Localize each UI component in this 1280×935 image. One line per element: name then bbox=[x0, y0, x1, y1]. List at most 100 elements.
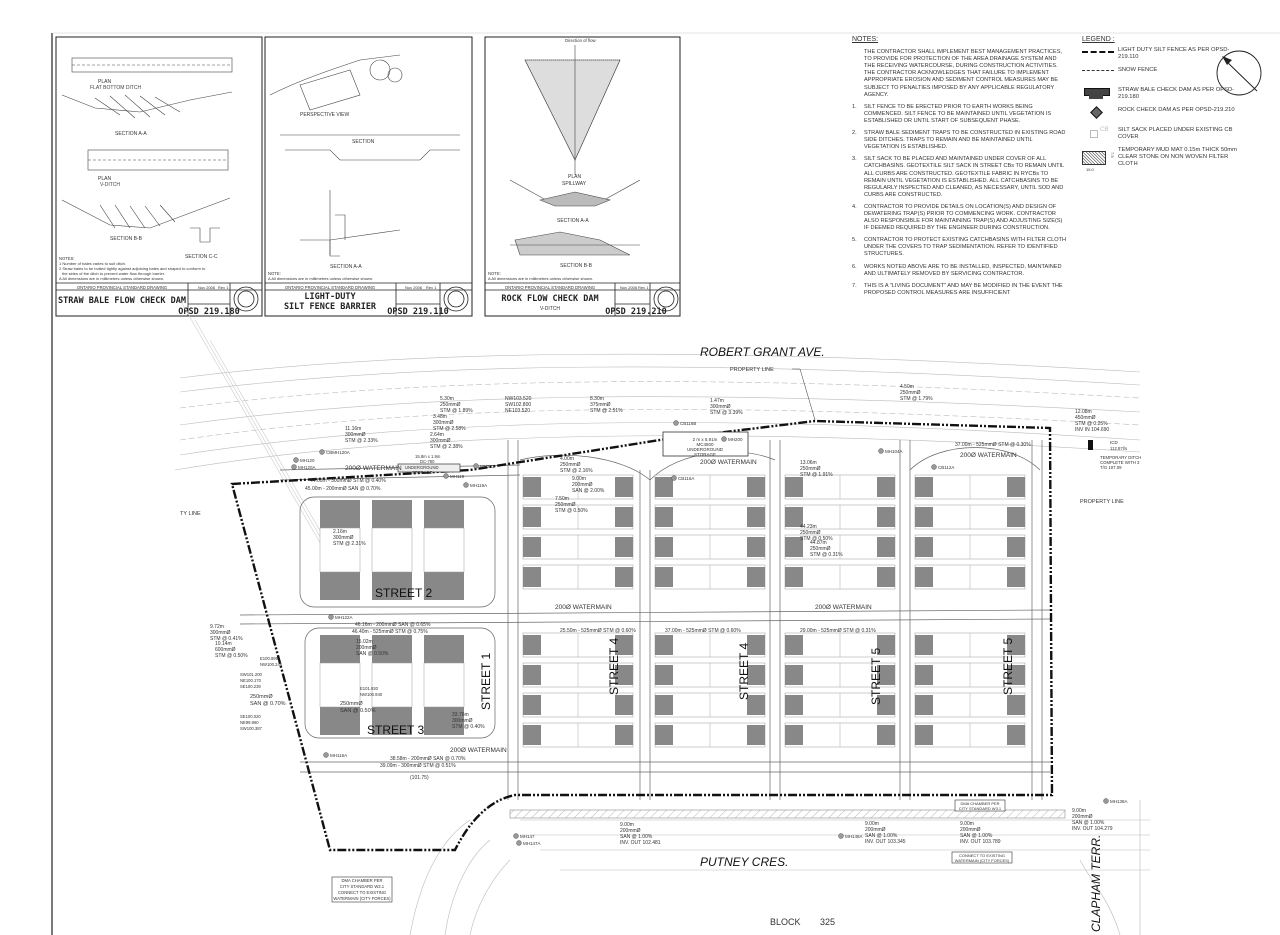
detail-title: STRAW BALE FLOW CHECK DAM bbox=[58, 296, 186, 306]
unit-footprint bbox=[747, 507, 765, 527]
detail-label: V-DITCH bbox=[100, 182, 120, 188]
unit-footprint bbox=[523, 567, 541, 587]
detail-note: A All dimensions are in millimetres unle… bbox=[268, 276, 373, 281]
legend: LEGEND : LIGHT DUTY SILT FENCE AS PER OP… bbox=[1082, 36, 1242, 179]
pipe-callout: 9.00m bbox=[960, 821, 974, 827]
icd-label: ICD bbox=[1110, 440, 1119, 445]
notes-intro: THE CONTRACTOR SHALL IMPLEMENT BEST MANA… bbox=[864, 49, 1062, 98]
mud-mat-dim-width: 15.0 bbox=[1086, 167, 1094, 172]
elevation-label: SW100.387 bbox=[240, 726, 263, 731]
pipe-callout: 450mmØ bbox=[1075, 415, 1096, 421]
pipe-callout: 250mmØ bbox=[440, 402, 461, 408]
note-box-text: CONNECT TO EXISTING bbox=[338, 890, 386, 895]
manhole-label: MH200 bbox=[728, 437, 743, 442]
pipe-callout: NW103.520 bbox=[505, 396, 532, 402]
icd-structure bbox=[1088, 440, 1093, 450]
underground-storage bbox=[662, 431, 749, 457]
pipe-callout: 1.47m bbox=[710, 398, 724, 404]
pipe-callout: STM @ 1.91% bbox=[800, 472, 833, 478]
pipe-callout: 300mmØ bbox=[452, 718, 473, 724]
pipe-callout: 300mmØ bbox=[710, 404, 731, 410]
detail-straw-bale-check-dam: PLAN FLAT BOTTOM DITCH SECTION A-A PLAN … bbox=[55, 36, 263, 317]
unit-footprint bbox=[615, 477, 633, 497]
pipe-callout: 44.23m bbox=[800, 524, 817, 530]
manhole-marker bbox=[838, 833, 844, 839]
pipe-callout: STM @ 2.51% bbox=[590, 408, 623, 414]
note-text: CONTRACTOR TO PROVIDE DETAILS ON LOCATIO… bbox=[864, 203, 1063, 232]
detail-note: A All dimensions are in millimetres unle… bbox=[59, 276, 164, 281]
manhole-label: CBMH120A bbox=[326, 450, 350, 455]
unit-footprint bbox=[915, 635, 933, 655]
pipe-callout: 300mmØ bbox=[433, 420, 454, 426]
pipe-callout: STM @ 1.89% bbox=[440, 408, 473, 414]
mud-mat-dim-height: 7.5 bbox=[1110, 152, 1115, 158]
detail-number: OPSD 219.210 bbox=[605, 307, 666, 317]
pipe-callout: 7.50m bbox=[555, 496, 569, 502]
watermain-label: 200Ø WATERMAIN bbox=[700, 459, 757, 466]
detail-note: NOTES: bbox=[59, 256, 75, 261]
unit-footprint bbox=[523, 665, 541, 685]
manhole-label: MH203 bbox=[480, 464, 495, 469]
pipe-callout: 300mmØ bbox=[333, 535, 354, 541]
pipe-callout: 12.08m bbox=[1075, 409, 1092, 415]
unit-footprint bbox=[747, 567, 765, 587]
manhole-marker bbox=[293, 457, 299, 463]
manhole-label: MH104A bbox=[885, 449, 903, 454]
manhole-marker bbox=[319, 449, 325, 455]
unit-footprint bbox=[877, 695, 895, 715]
watermain-label: 200Ø WATERMAIN bbox=[555, 604, 612, 611]
putney-cres-road-lines bbox=[409, 800, 1150, 935]
unit-footprint bbox=[747, 695, 765, 715]
note-item: 3.SILT SACK TO BE PLACED AND MAINTAINED … bbox=[852, 156, 1067, 199]
icd-label: 112.87l/s bbox=[1110, 446, 1127, 451]
legend-item-snow-fence: SNOW FENCE bbox=[1082, 67, 1242, 81]
unit-footprint bbox=[877, 635, 895, 655]
storage-label: UNDERGROUND bbox=[687, 447, 724, 452]
unit-footprint bbox=[523, 635, 541, 655]
unit-footprint bbox=[785, 537, 803, 557]
pipe-callout: STM @ 0.40% bbox=[452, 724, 485, 730]
manhole-marker bbox=[1103, 798, 1109, 804]
manhole-marker bbox=[721, 436, 727, 442]
detail-label: FLAT BOTTOM DITCH bbox=[90, 85, 142, 91]
pipe-callout: SAN @ 1.00% bbox=[620, 834, 653, 840]
pipe-callout: 300mmØ bbox=[345, 432, 366, 438]
note-text: CONTRACTOR TO PROTECT EXISTING CATCHBASI… bbox=[864, 237, 1067, 258]
street-name: STREET 3 bbox=[367, 723, 424, 737]
pipe-callout: 5.30m bbox=[440, 396, 454, 402]
manhole-marker bbox=[463, 482, 469, 488]
unit-footprint bbox=[915, 695, 933, 715]
note-text: SILT FENCE TO BE ERECTED PRIOR TO EARTH … bbox=[864, 103, 1052, 124]
elevation-label: E100.899 bbox=[260, 656, 279, 661]
manhole-marker bbox=[878, 448, 884, 454]
storage-label: UNDERGROUND bbox=[405, 465, 439, 470]
unit-footprint bbox=[877, 725, 895, 745]
detail-label: PLAN bbox=[98, 79, 111, 85]
detail-label: Direction of flow bbox=[565, 38, 596, 43]
ditch-note: T/G 107.09 bbox=[1100, 465, 1122, 470]
note-item: 4.CONTRACTOR TO PROVIDE DETAILS ON LOCAT… bbox=[852, 204, 1067, 232]
pipe-run-label: 45.00m - 200mmØ SAN @ 0.70% bbox=[305, 486, 381, 492]
note-box-text: WATERMAIN (CITY FORCES) bbox=[955, 858, 1010, 863]
detail-rock-check-dam: Direction of flow PLAN SPILLWAY SECTION … bbox=[484, 36, 681, 317]
note-box-text: CONNECT TO EXISTING bbox=[959, 853, 1005, 858]
pipe-callout: 200mmØ bbox=[620, 828, 641, 834]
unit-footprint bbox=[915, 725, 933, 745]
note-text: THIS IS A "LIVING DOCUMENT" AND MAY BE M… bbox=[864, 282, 1063, 296]
title-block-header: ONTARIO PROVINCIAL STANDARD DRAWING bbox=[77, 285, 167, 290]
manhole-label: CB116A bbox=[678, 476, 694, 481]
note-box-text: DMA CHAMBER PER bbox=[342, 878, 383, 883]
detail-silt-fence-barrier: PERSPECTIVE VIEW SECTION SECTION A-A NOT… bbox=[264, 36, 473, 317]
legend-text: SNOW FENCE bbox=[1118, 67, 1158, 73]
detail-label: SECTION B-B bbox=[110, 236, 143, 242]
unit-footprint bbox=[655, 477, 673, 497]
unit-footprint bbox=[747, 665, 765, 685]
street-name: STREET 5 bbox=[869, 648, 883, 705]
unit-footprint bbox=[785, 725, 803, 745]
pipe-callout: STM @ 3.39% bbox=[710, 410, 743, 416]
unit-footprint bbox=[655, 695, 673, 715]
pipe-callout: 9.00m bbox=[620, 822, 634, 828]
manhole-marker bbox=[473, 463, 479, 469]
pipe-callout: 4.50m bbox=[900, 384, 914, 390]
